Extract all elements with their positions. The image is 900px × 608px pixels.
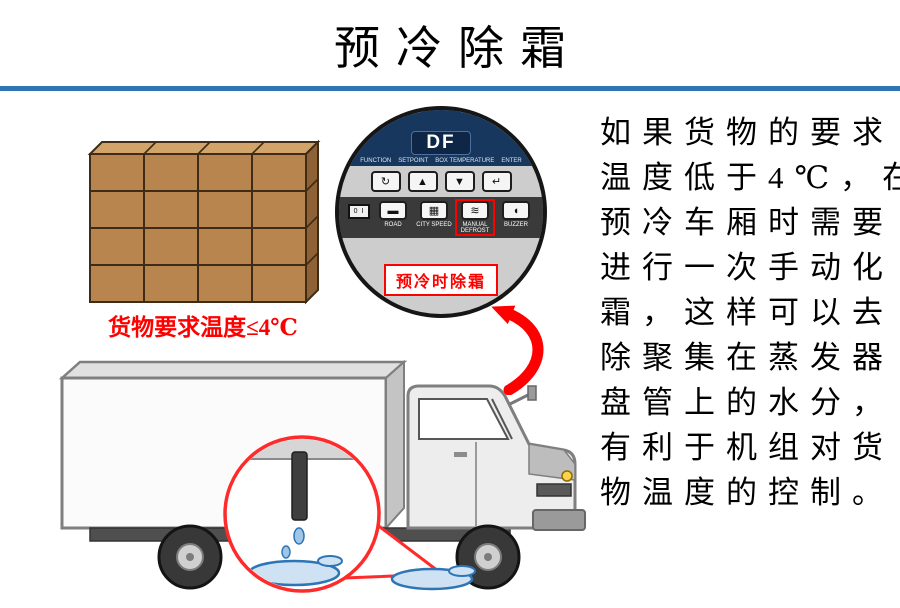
truck-box-back-gap [385,359,405,531]
enter-button: ↵ [481,171,512,192]
cycle-icon: ↻ [380,176,391,188]
setpoint-label: SETPOINT [398,158,429,164]
boxes-front-grid [89,153,307,303]
paragraph-line: 预冷车厢时需要 [600,205,894,240]
controller-top-labels: FUNCTION SETPOINT BOX TEMPERATURE ENTER [360,158,521,164]
up-button: ▲ [407,171,438,192]
red-arrow [491,305,544,395]
title-divider-rule [0,86,900,91]
truck-hood [528,443,576,481]
box-temperature-label: BOX TEMPERATURE [435,158,495,164]
buzzer-button: ◖ [502,201,530,220]
enter-label: ENTER [501,158,522,164]
water-drop-2 [281,545,291,559]
buzzer-button-group: ◖ BUZZER [498,201,534,228]
truck-door-handle [454,452,467,457]
boxes-top-dividers [143,141,319,266]
city-icon: ▦ [428,205,440,217]
up-arrow-icon: ▲ [417,175,428,188]
truck-grille [536,483,572,497]
paragraph-line: 有利于机组对货 [600,430,894,465]
manual-defrost-button-group: ≋ MANUAL DEFROST [455,199,495,236]
enter-arrow-icon: ↵ [491,176,502,188]
paragraph-line: 进行一次手动化 [600,250,894,285]
drain-pipe [291,451,308,521]
paragraph-line: 如果货物的要求 [600,115,894,150]
truck-a-pillar [491,398,513,440]
truck-box-top [58,360,408,380]
cargo-boxes-illustration [87,139,321,305]
page-title: 预冷除霜 [334,23,582,74]
truck-side-window [418,398,510,440]
water-puddle-ground-small [448,565,476,577]
paragraph-line: 温度低于4℃，在 [600,160,900,195]
paragraph-line: 物温度的控制。 [600,475,894,510]
paragraph-line: 盘管上的水分， [600,385,894,420]
cargo-temperature-caption: 货物要求温度≤4℃ [108,315,298,340]
controller-button-row-bottom: 0 I ▬ ROAD ▦ CITY SPEED ≋ MANUAL DEFROST [339,197,543,238]
paragraph-line: 霜，这样可以去 [600,295,894,330]
down-button: ▼ [444,171,475,192]
paragraph-line: 除聚集在蒸发器 [600,340,894,375]
truck-wheel-rear [157,524,223,590]
controller-button-row-top: ↻ ▲ ▼ ↵ [339,171,543,192]
defrost-waves-icon: ≋ [470,205,480,217]
function-label: FUNCTION [360,158,392,164]
truck-bumper [532,509,586,531]
water-puddle-lens-small [317,555,343,567]
manual-defrost-button-label: MANUAL DEFROST [460,222,490,234]
truck-mirror [527,385,537,401]
down-arrow-icon: ▼ [454,175,465,188]
defrost-callout-label: 预冷时除霜 [383,264,499,296]
road-button: ▬ [379,201,407,220]
truck-mirror-arm [509,392,531,406]
controller-display-area: DF FUNCTION SETPOINT BOX TEMPERATURE ENT… [339,110,543,166]
truck-illustration [58,359,586,593]
explanation-paragraph: 如果货物的要求 温度低于4℃，在 预冷车厢时需要 进行一次手动化 霜，这样可以去… [600,110,900,515]
manual-defrost-button: ≋ [461,201,489,220]
city-speed-button: ▦ [420,201,448,220]
road-button-label: ROAD [384,222,402,228]
power-switch: 0 I [348,204,370,219]
water-drop-1 [293,527,305,545]
road-icon: ▬ [387,204,399,217]
city-speed-button-label: CITY SPEED [416,222,452,228]
buzzer-icon: ◖ [512,204,520,217]
function-button: ↻ [370,171,401,192]
controller-screen: DF [411,131,471,155]
road-button-group: ▬ ROAD [375,201,411,228]
controller-display-value: DF [426,132,456,153]
buzzer-button-label: BUZZER [504,222,528,228]
city-speed-button-group: ▦ CITY SPEED [416,201,452,228]
truck-headlight [561,470,573,482]
